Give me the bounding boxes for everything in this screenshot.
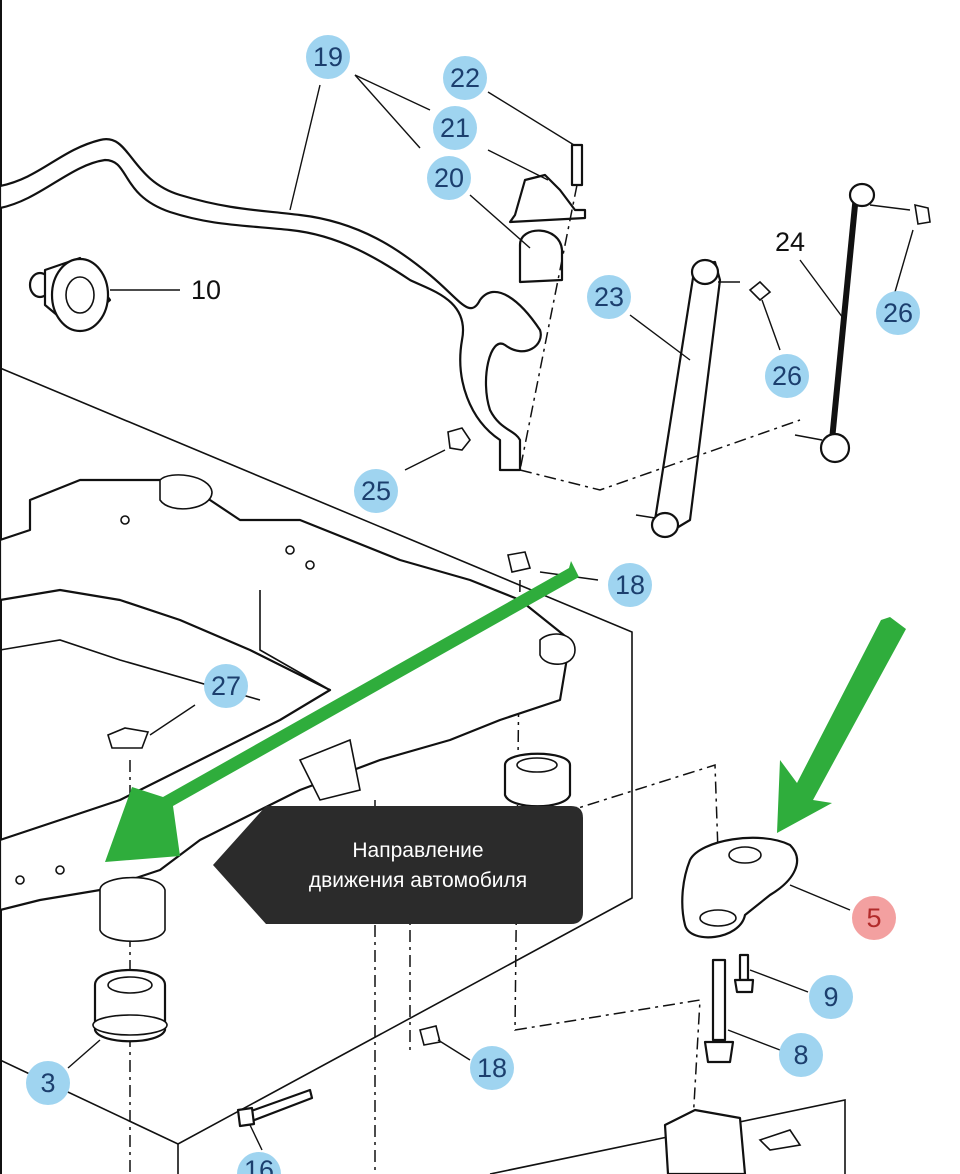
tooltip-line-2: движения автомобиля xyxy=(308,869,528,892)
callout-20: 20 xyxy=(427,156,471,200)
callout-3: 3 xyxy=(26,1061,70,1105)
svg-text:22: 22 xyxy=(450,63,480,93)
direction-arrows xyxy=(105,561,906,862)
label-10: 10 xyxy=(191,275,221,305)
svg-text:5: 5 xyxy=(866,903,881,933)
svg-text:27: 27 xyxy=(211,671,241,701)
callout-26-middle: 26 xyxy=(765,354,809,398)
svg-text:21: 21 xyxy=(440,113,470,143)
svg-text:19: 19 xyxy=(313,42,343,72)
bushing-3 xyxy=(92,969,168,1043)
callout-21: 21 xyxy=(433,106,477,150)
callout-25: 25 xyxy=(354,469,398,513)
bushing-middle xyxy=(503,752,572,808)
bolt-16 xyxy=(236,1088,314,1128)
svg-text:26: 26 xyxy=(883,298,913,328)
stabilizer-bar xyxy=(0,138,542,472)
svg-text:18: 18 xyxy=(477,1053,507,1083)
callout-18-lower: 18 xyxy=(470,1046,514,1090)
svg-text:18: 18 xyxy=(615,570,645,600)
tooltip-shape xyxy=(213,806,583,924)
tooltip-text: Направление движения автомобиля xyxy=(263,836,573,896)
callout-19: 19 xyxy=(306,35,350,79)
green-arrow-right xyxy=(777,617,906,833)
stabilizer-link-24 xyxy=(794,182,931,464)
mount-5 xyxy=(681,836,851,939)
label-24: 24 xyxy=(775,227,805,257)
tooltip-line-1: Направление xyxy=(352,839,484,862)
nuts xyxy=(107,427,532,1046)
svg-text:3: 3 xyxy=(40,1068,55,1098)
background-panel xyxy=(0,367,846,1174)
callout-9: 9 xyxy=(809,975,853,1019)
callout-16: 16 xyxy=(237,1152,281,1174)
svg-text:16: 16 xyxy=(244,1155,274,1174)
svg-text:9: 9 xyxy=(823,982,838,1012)
svg-text:25: 25 xyxy=(361,476,391,506)
callout-18-upper: 18 xyxy=(608,563,652,607)
stabilizer-link-23 xyxy=(635,258,772,539)
direction-tooltip: Направление движения автомобиля xyxy=(213,806,583,924)
callout-8: 8 xyxy=(779,1033,823,1077)
callout-5: 5 xyxy=(852,896,896,940)
callout-23: 23 xyxy=(587,275,631,319)
svg-text:20: 20 xyxy=(434,163,464,193)
lower-bracket xyxy=(663,1108,802,1174)
bolts-8-9 xyxy=(703,953,809,1064)
svg-text:23: 23 xyxy=(594,282,624,312)
callout-22: 22 xyxy=(443,56,487,100)
svg-text:8: 8 xyxy=(793,1040,808,1070)
green-arrow-left xyxy=(105,561,579,862)
bushing-10 xyxy=(28,256,180,333)
callout-26-top: 26 xyxy=(876,291,920,335)
svg-text:26: 26 xyxy=(772,361,802,391)
stabilizer-bracket xyxy=(508,143,587,471)
callout-27: 27 xyxy=(204,664,248,708)
